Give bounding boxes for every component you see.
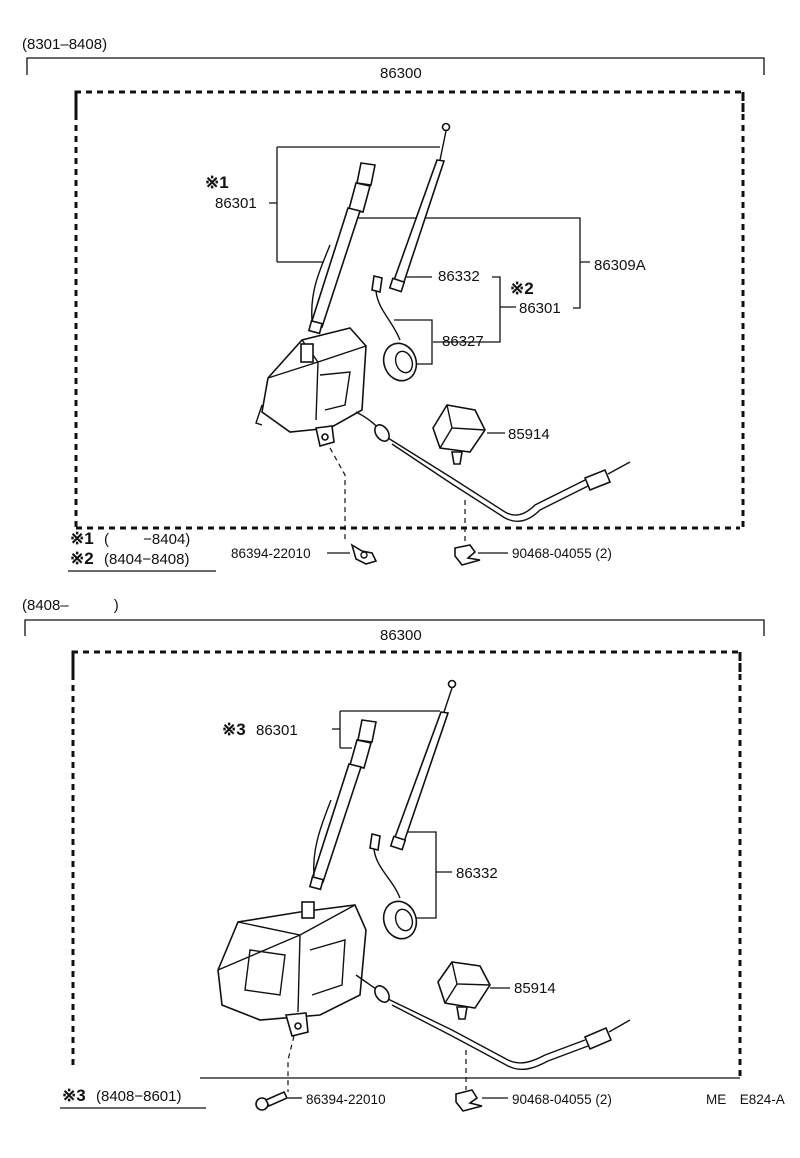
top-bolt-part bbox=[350, 543, 378, 565]
top-clip-part bbox=[454, 544, 481, 566]
top-bolt-dashed-leader bbox=[329, 447, 346, 540]
top-motor-housing bbox=[255, 327, 367, 448]
reference-code: ME E824-A bbox=[706, 1092, 785, 1107]
top-bracket-mast-cable bbox=[404, 276, 516, 343]
top-note-1: ※1 ( −8404) bbox=[70, 529, 190, 548]
top-note-2: ※2 (8404−8408) bbox=[68, 549, 216, 572]
bottom-assembly-bracket bbox=[24, 619, 765, 636]
bottom-assembly-number: 86300 bbox=[380, 627, 422, 644]
bottom-note-3-text: (8408−8601) bbox=[96, 1088, 182, 1105]
bottom-note-3-mark: ※3 bbox=[62, 1086, 86, 1105]
top-note-1-mark: ※1 bbox=[70, 529, 94, 548]
bottom-relay-85914 bbox=[437, 961, 491, 1020]
top-mark-1: ※1 bbox=[205, 173, 229, 192]
bottom-mast-tube bbox=[308, 719, 377, 891]
bottom-cable bbox=[369, 833, 418, 940]
top-cable-86327 bbox=[371, 275, 418, 382]
bottom-frame-top bbox=[71, 650, 742, 675]
bottom-coax-cable bbox=[355, 974, 631, 1071]
top-label-86301-mid: 86301 bbox=[519, 300, 561, 317]
bottom-mark-3: ※3 bbox=[222, 720, 246, 739]
top-assembly-number: 86300 bbox=[380, 65, 422, 82]
top-coax-cable bbox=[355, 411, 631, 522]
top-note-1-text: ( −8404) bbox=[104, 531, 190, 548]
bottom-diagram: (8408– ) 86300 ※3 86301 86332 bbox=[22, 597, 785, 1112]
bottom-note-3: ※3 (8408−8601) bbox=[60, 1086, 206, 1109]
top-label-86301-upper: 86301 bbox=[215, 195, 257, 212]
top-bracket-86327 bbox=[394, 319, 433, 365]
top-bracket-86301-upper bbox=[269, 146, 440, 263]
bottom-bracket-86301 bbox=[332, 710, 440, 749]
top-bracket-86309a bbox=[352, 217, 590, 309]
top-mark-2: ※2 bbox=[510, 279, 534, 298]
bottom-label-86301: 86301 bbox=[256, 722, 298, 739]
bottom-motor-housing bbox=[217, 901, 367, 1037]
bottom-antenna-mast bbox=[389, 679, 457, 851]
bottom-bolt-part bbox=[255, 1090, 289, 1111]
bottom-range-label: (8408– ) bbox=[22, 597, 119, 614]
top-frame-top bbox=[74, 90, 745, 115]
top-label-bolt: 86394-22010 bbox=[231, 546, 311, 561]
top-note-2-text: (8404−8408) bbox=[104, 551, 190, 568]
top-range-label: (8301–8408) bbox=[22, 36, 107, 53]
top-antenna-mast bbox=[388, 122, 451, 293]
bottom-label-86332: 86332 bbox=[456, 865, 498, 882]
bottom-bracket-86332 bbox=[404, 831, 452, 919]
top-frame-sides bbox=[74, 92, 745, 528]
bottom-frame-sides bbox=[71, 652, 742, 1078]
top-diagram: (8301–8408) 86300 ※1 86301 86309A 86332 … bbox=[22, 36, 765, 572]
top-label-86332: 86332 bbox=[438, 268, 480, 285]
bottom-label-bolt: 86394-22010 bbox=[306, 1092, 386, 1107]
bottom-label-clip: 90468-04055 (2) bbox=[512, 1092, 612, 1107]
top-label-86309a: 86309A bbox=[594, 257, 646, 274]
top-mast-tube bbox=[307, 162, 376, 335]
bottom-clip-part bbox=[455, 1089, 483, 1112]
top-note-2-mark: ※2 bbox=[70, 549, 94, 568]
top-assembly-bracket bbox=[26, 57, 765, 75]
top-label-85914: 85914 bbox=[508, 426, 550, 443]
bottom-label-85914: 85914 bbox=[514, 980, 556, 997]
top-relay-85914 bbox=[432, 404, 486, 465]
top-label-86327: 86327 bbox=[442, 333, 484, 350]
top-label-clip: 90468-04055 (2) bbox=[512, 546, 612, 561]
bottom-bolt-dashed-leader bbox=[287, 1035, 295, 1092]
